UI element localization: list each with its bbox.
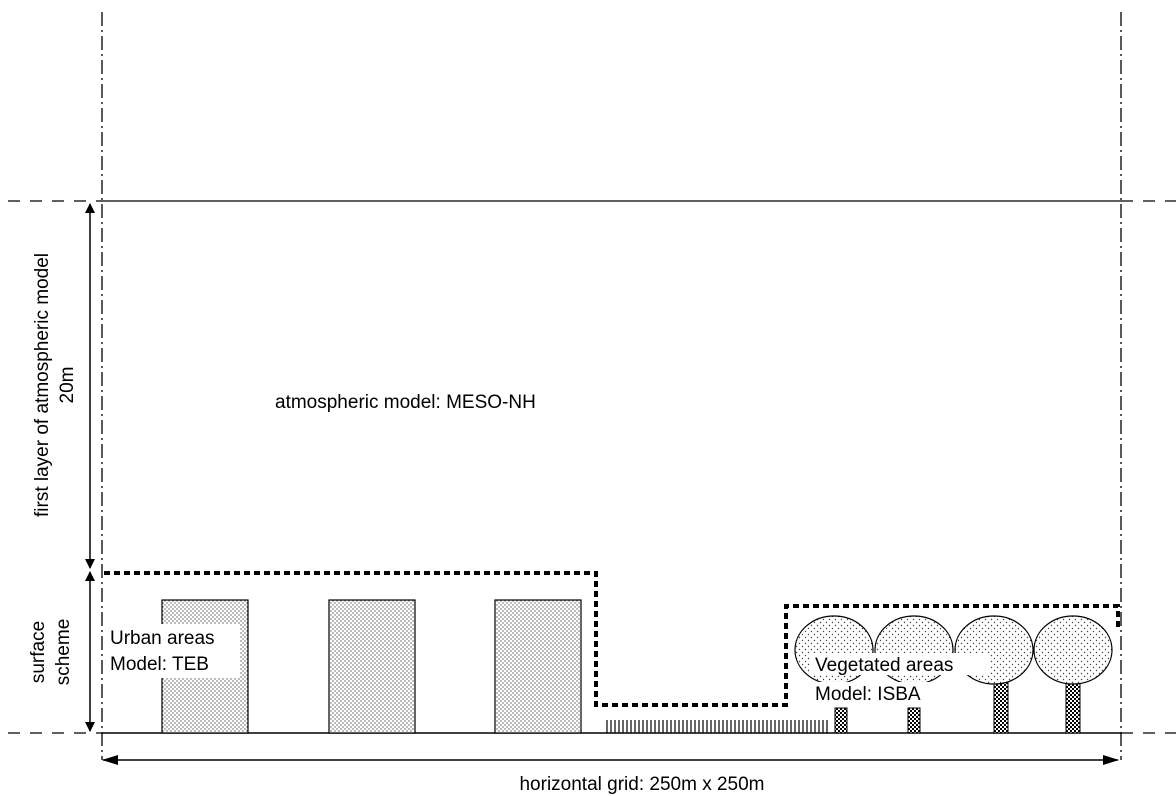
- atmospheric-model-label: atmospheric model: MESO-NH: [275, 392, 536, 413]
- building-2: [328, 599, 416, 734]
- vegetated-model-label: Model: ISBA: [815, 684, 921, 705]
- surface-label: surface: [28, 621, 49, 683]
- vegetated-areas-label: Vegetated areas: [815, 655, 953, 676]
- surface-scheme-boundary: [104, 571, 1120, 707]
- first-layer-label: first layer of atmospheric model: [32, 253, 53, 517]
- isba-label-background: [810, 682, 948, 706]
- tree-4: [1033, 615, 1113, 734]
- scheme-label: scheme: [53, 619, 74, 686]
- vegetated-label-background: [810, 653, 990, 675]
- urban-label-background: [106, 624, 240, 678]
- first-layer-height-label: 20m: [57, 367, 78, 404]
- horizontal-grid-label: horizontal grid: 250m x 250m: [519, 774, 764, 795]
- grass-strip: [606, 720, 828, 733]
- urban-areas-label: Urban areas: [110, 628, 215, 649]
- urban-model-label: Model: TEB: [110, 654, 209, 675]
- building-3: [494, 599, 582, 734]
